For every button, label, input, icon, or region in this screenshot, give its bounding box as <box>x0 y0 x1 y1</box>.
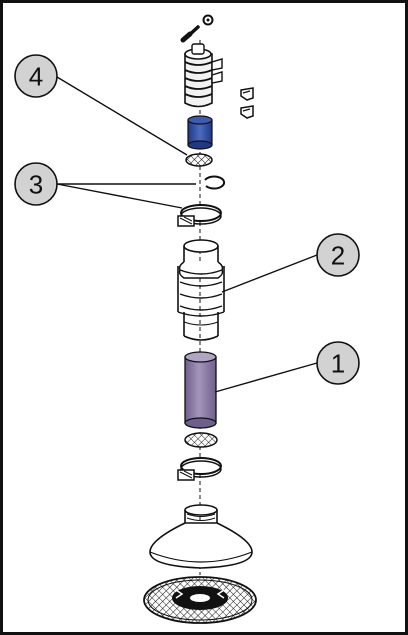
screw-and-nut <box>180 14 214 43</box>
leader-line-2 <box>221 254 318 293</box>
blue-filter-cap <box>187 115 213 150</box>
callout-3: 3 <box>14 162 58 206</box>
callout-2: 2 <box>316 233 360 277</box>
callout-1: 1 <box>316 341 360 385</box>
callout-4: 4 <box>14 54 58 98</box>
strainer-base <box>143 576 257 624</box>
callout-leader-lines <box>56 76 318 393</box>
lower-hose-clamp <box>177 457 222 481</box>
foot-bell-housing <box>149 504 253 569</box>
bellows-hose <box>177 239 225 341</box>
upper-hose-clamp <box>177 204 222 227</box>
upper-mesh-screen <box>185 153 213 167</box>
leader-line-4 <box>56 76 188 156</box>
filter-cylinder <box>184 351 217 429</box>
callout-4-label: 4 <box>29 62 43 92</box>
valve-housing <box>184 43 223 108</box>
leader-line-1 <box>214 362 318 393</box>
leader-line-3b <box>56 183 183 209</box>
callout-3-label: 3 <box>29 170 43 200</box>
lower-mesh-screen <box>184 432 218 448</box>
retaining-clips <box>240 87 254 119</box>
callout-1-label: 1 <box>331 349 345 379</box>
snap-ring <box>204 175 226 190</box>
callout-2-label: 2 <box>331 241 345 271</box>
